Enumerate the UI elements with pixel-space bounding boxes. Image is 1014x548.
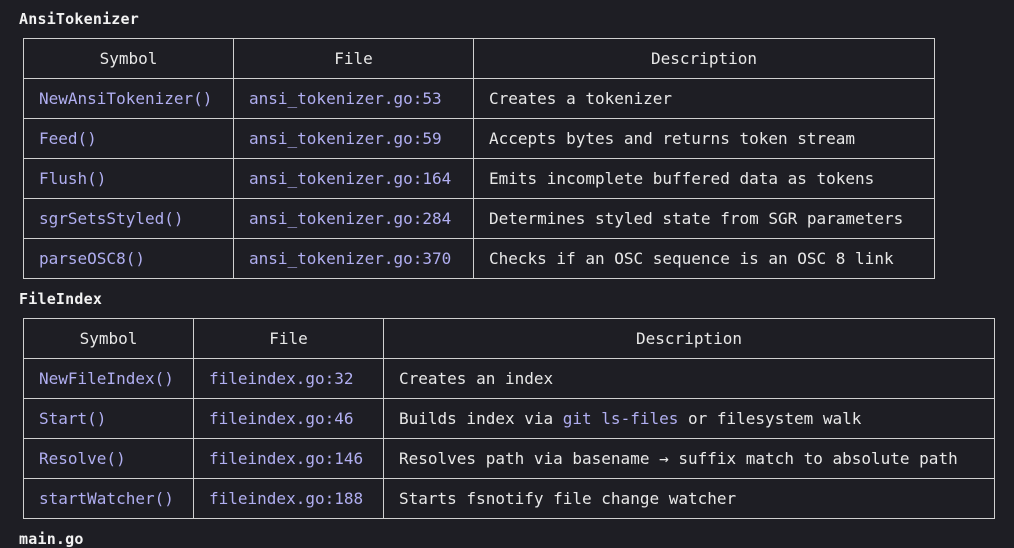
column-header-file: File <box>233 38 474 79</box>
description-cell: Starts fsnotify file change watcher <box>383 478 995 519</box>
symbol-cell: startWatcher() <box>23 478 194 519</box>
description-cell: Creates a tokenizer <box>473 78 935 119</box>
file-link[interactable]: ansi_tokenizer.go:370 <box>233 238 474 279</box>
description-cell: Checks if an OSC sequence is an OSC 8 li… <box>473 238 935 279</box>
fileindex-table: Symbol File Description NewFileIndex() f… <box>23 318 995 519</box>
file-link[interactable]: ansi_tokenizer.go:284 <box>233 198 474 239</box>
table-header-row: Symbol File Description <box>23 38 935 79</box>
table-row: startWatcher() fileindex.go:188 Starts f… <box>23 478 995 519</box>
ansitokenizer-table: Symbol File Description NewAnsiTokenizer… <box>23 38 935 279</box>
symbol-cell: NewAnsiTokenizer() <box>23 78 234 119</box>
table-row: Flush() ansi_tokenizer.go:164 Emits inco… <box>23 158 935 199</box>
symbol-cell: parseOSC8() <box>23 238 234 279</box>
file-link[interactable]: fileindex.go:32 <box>193 358 384 399</box>
table-row: Start() fileindex.go:46 Builds index via… <box>23 398 995 439</box>
section-heading-ansitokenizer: AnsiTokenizer <box>19 10 139 28</box>
inline-code: git ls-files <box>562 409 679 428</box>
column-header-symbol: Symbol <box>23 38 234 79</box>
file-link[interactable]: ansi_tokenizer.go:164 <box>233 158 474 199</box>
section-heading-main-go: main.go <box>19 530 84 548</box>
description-cell: Resolves path via basename → suffix matc… <box>383 438 995 479</box>
description-cell: Creates an index <box>383 358 995 399</box>
symbol-cell: Feed() <box>23 118 234 159</box>
description-text: Builds index via <box>399 409 563 428</box>
table-row: sgrSetsStyled() ansi_tokenizer.go:284 De… <box>23 198 935 239</box>
file-link[interactable]: fileindex.go:46 <box>193 398 384 439</box>
table-header-row: Symbol File Description <box>23 318 995 359</box>
table-row: NewFileIndex() fileindex.go:32 Creates a… <box>23 358 995 399</box>
file-link[interactable]: ansi_tokenizer.go:59 <box>233 118 474 159</box>
symbol-cell: Flush() <box>23 158 234 199</box>
description-cell: Emits incomplete buffered data as tokens <box>473 158 935 199</box>
column-header-description: Description <box>383 318 995 359</box>
file-link[interactable]: fileindex.go:146 <box>193 438 384 479</box>
table-row: parseOSC8() ansi_tokenizer.go:370 Checks… <box>23 238 935 279</box>
table-row: NewAnsiTokenizer() ansi_tokenizer.go:53 … <box>23 78 935 119</box>
table-row: Feed() ansi_tokenizer.go:59 Accepts byte… <box>23 118 935 159</box>
column-header-description: Description <box>473 38 935 79</box>
column-header-file: File <box>193 318 384 359</box>
symbol-cell: Start() <box>23 398 194 439</box>
symbol-cell: Resolve() <box>23 438 194 479</box>
section-heading-fileindex: FileIndex <box>19 290 103 308</box>
file-link[interactable]: fileindex.go:188 <box>193 478 384 519</box>
description-text: or filesystem walk <box>678 409 862 428</box>
description-cell: Determines styled state from SGR paramet… <box>473 198 935 239</box>
column-header-symbol: Symbol <box>23 318 194 359</box>
symbol-cell: NewFileIndex() <box>23 358 194 399</box>
table-row: Resolve() fileindex.go:146 Resolves path… <box>23 438 995 479</box>
description-cell: Accepts bytes and returns token stream <box>473 118 935 159</box>
file-link[interactable]: ansi_tokenizer.go:53 <box>233 78 474 119</box>
description-cell: Builds index via git ls-files or filesys… <box>383 398 995 439</box>
symbol-cell: sgrSetsStyled() <box>23 198 234 239</box>
